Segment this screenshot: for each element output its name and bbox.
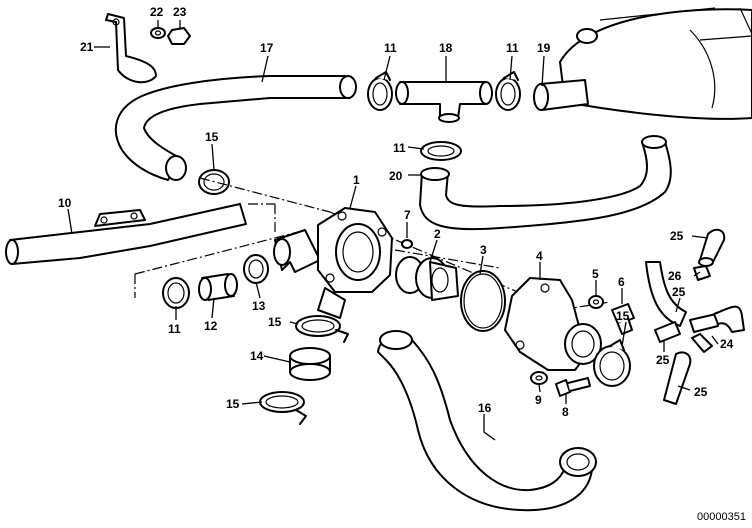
label-15-b: 15: [268, 315, 282, 329]
connector-26: [693, 265, 711, 281]
label-25-c: 25: [656, 353, 670, 367]
part-labels: 21 22 23 17 11 18 11 19 15 11 20 1 10 7 …: [58, 5, 746, 523]
washer-7: [401, 239, 413, 249]
label-23: 23: [173, 5, 187, 19]
label-24: 24: [720, 337, 734, 351]
t-piece-18: [395, 81, 493, 123]
bolt-8: [555, 377, 591, 397]
label-7: 7: [404, 208, 411, 222]
label-11-c: 11: [393, 141, 406, 155]
hose-16: [377, 330, 597, 512]
label-10: 10: [58, 196, 72, 210]
clamp-15-right: [593, 339, 631, 387]
label-11-a: 11: [384, 41, 397, 55]
label-19: 19: [537, 41, 551, 55]
elbow-connector: [273, 229, 321, 273]
catalog-number: 00000351: [697, 511, 746, 523]
label-25-d: 25: [694, 385, 708, 399]
label-8: 8: [562, 405, 569, 419]
label-9: 9: [535, 393, 542, 407]
nut-23: [167, 27, 191, 45]
label-6: 6: [618, 275, 625, 289]
cover-4: [504, 277, 602, 371]
clamp-11-right: [495, 71, 521, 111]
label-15-c: 15: [616, 309, 630, 323]
label-5: 5: [592, 267, 599, 281]
leader-lines: [67, 20, 719, 441]
label-20: 20: [389, 169, 403, 183]
washer-5: [588, 295, 604, 309]
clamp-11-lower: [162, 277, 190, 309]
label-25-b: 25: [672, 285, 686, 299]
hose-25-bottom: [663, 351, 692, 405]
clamp-11-left: [367, 71, 393, 111]
label-15-a: 15: [205, 130, 219, 144]
label-11-b: 11: [506, 41, 519, 55]
o-ring-3: [460, 270, 506, 332]
label-3: 3: [480, 243, 487, 257]
label-1: 1: [353, 173, 360, 187]
hose-25-mid: [654, 321, 681, 343]
label-22: 22: [150, 5, 164, 19]
label-4: 4: [536, 249, 543, 263]
bracket-21: [105, 13, 157, 84]
label-25-a: 25: [670, 229, 684, 243]
label-12: 12: [204, 319, 218, 333]
thermostat-housing-1: [317, 207, 393, 319]
label-11-d: 11: [168, 322, 181, 336]
expansion-tank: [559, 7, 752, 120]
washer-9: [530, 371, 548, 385]
pipe-10: [5, 203, 247, 265]
hose-17: [114, 75, 357, 181]
ring-13: [243, 254, 269, 284]
clamp-15-bottom: [259, 391, 307, 425]
clamp-15-mid: [295, 315, 349, 343]
connector-24: [689, 305, 745, 353]
label-13: 13: [252, 299, 266, 313]
hose-20: [419, 135, 672, 231]
washer-22: [150, 27, 166, 39]
label-18: 18: [439, 41, 453, 55]
sleeve-12: [198, 273, 238, 301]
label-15-d: 15: [226, 397, 240, 411]
label-26: 26: [668, 269, 682, 283]
label-14: 14: [250, 349, 264, 363]
hose-19: [533, 79, 589, 111]
label-21: 21: [80, 40, 94, 54]
label-2: 2: [434, 227, 441, 241]
thermostat-2: [395, 256, 459, 301]
clamp-11-middle: [420, 141, 462, 161]
sleeve-14: [289, 347, 331, 381]
hose-25-top: [698, 228, 726, 267]
label-16: 16: [478, 401, 492, 415]
label-17: 17: [260, 41, 274, 55]
